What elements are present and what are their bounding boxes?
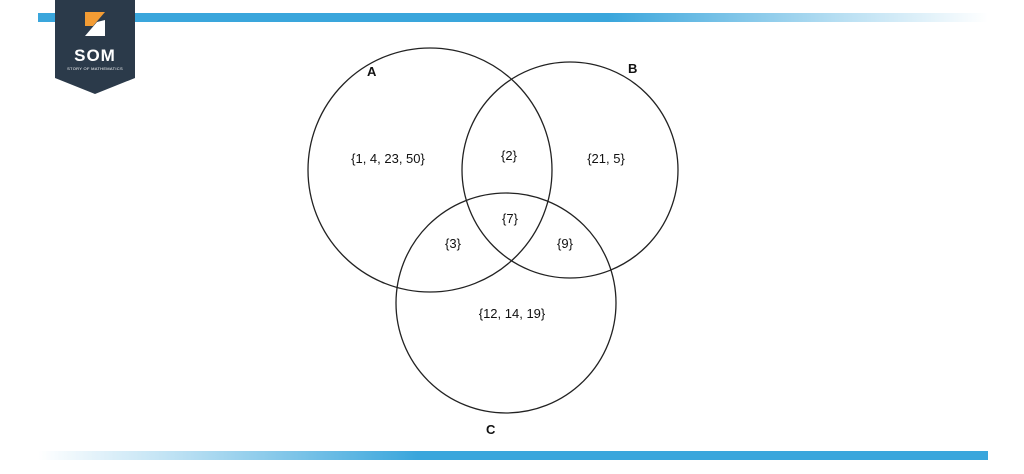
set-b-label: B [628, 61, 637, 76]
region-a-b: {2} [501, 148, 518, 163]
region-b-c: {9} [557, 236, 574, 251]
logo-text: SOM [74, 46, 116, 65]
som-logo: SOM STORY OF MATHEMATICS [55, 0, 135, 94]
region-a-only: {1, 4, 23, 50} [351, 151, 425, 166]
logo-subtitle: STORY OF MATHEMATICS [67, 66, 123, 71]
logo-badge-icon [55, 0, 135, 94]
region-a-b-c: {7} [502, 211, 519, 226]
top-accent-bar [38, 13, 988, 22]
set-c-label: C [486, 422, 496, 437]
set-c-circle [395, 192, 617, 414]
bottom-accent-bar [38, 451, 988, 460]
set-a-label: A [367, 64, 377, 79]
set-b-circle [461, 61, 679, 279]
set-a-circle [307, 47, 553, 293]
region-b-only: {21, 5} [587, 151, 625, 166]
region-a-c: {3} [445, 236, 462, 251]
region-c-only: {12, 14, 19} [479, 306, 546, 321]
